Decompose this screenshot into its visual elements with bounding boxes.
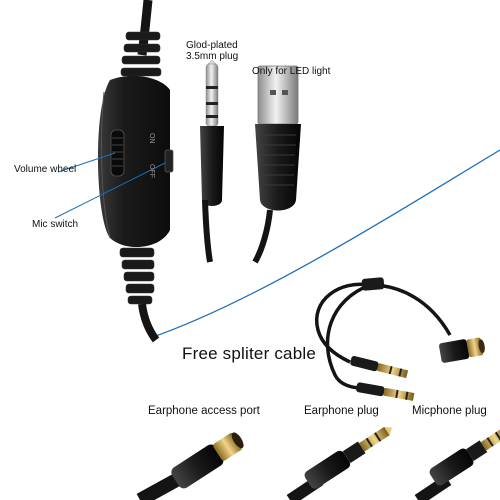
switch-on-label: ON [148,133,155,144]
switch-off-label: OFF [148,164,155,178]
gold-plated-label-line1: Glod-plated [186,40,238,51]
volume-wheel [110,129,125,177]
earphone-port-photo [136,432,244,500]
splitter-cable [314,277,485,401]
splitter-title: Free spliter cable [182,344,316,363]
led-only-label: Only for LED light [252,66,331,77]
mic-switch-leader [54,162,166,219]
gold-plated-label-line2: 3.5mm plug [186,51,239,62]
accent-curve [149,149,500,339]
micphone-plug-label: Micphone plug [412,405,487,417]
usb-plug [252,65,301,264]
inline-controller [97,0,174,343]
audio-plug-35mm [200,59,224,263]
mic-switch-label: Mic switch [32,219,79,230]
micphone-plug-photo [414,426,500,500]
earphone-port-label: Earphone access port [148,405,260,417]
mic-switch [164,149,174,173]
volume-wheel-label: Volume wheel [14,164,77,175]
volume-wheel-leader [57,152,116,173]
earphone-plug-photo [286,426,392,500]
earphone-plug-label: Earphone plug [304,405,379,417]
